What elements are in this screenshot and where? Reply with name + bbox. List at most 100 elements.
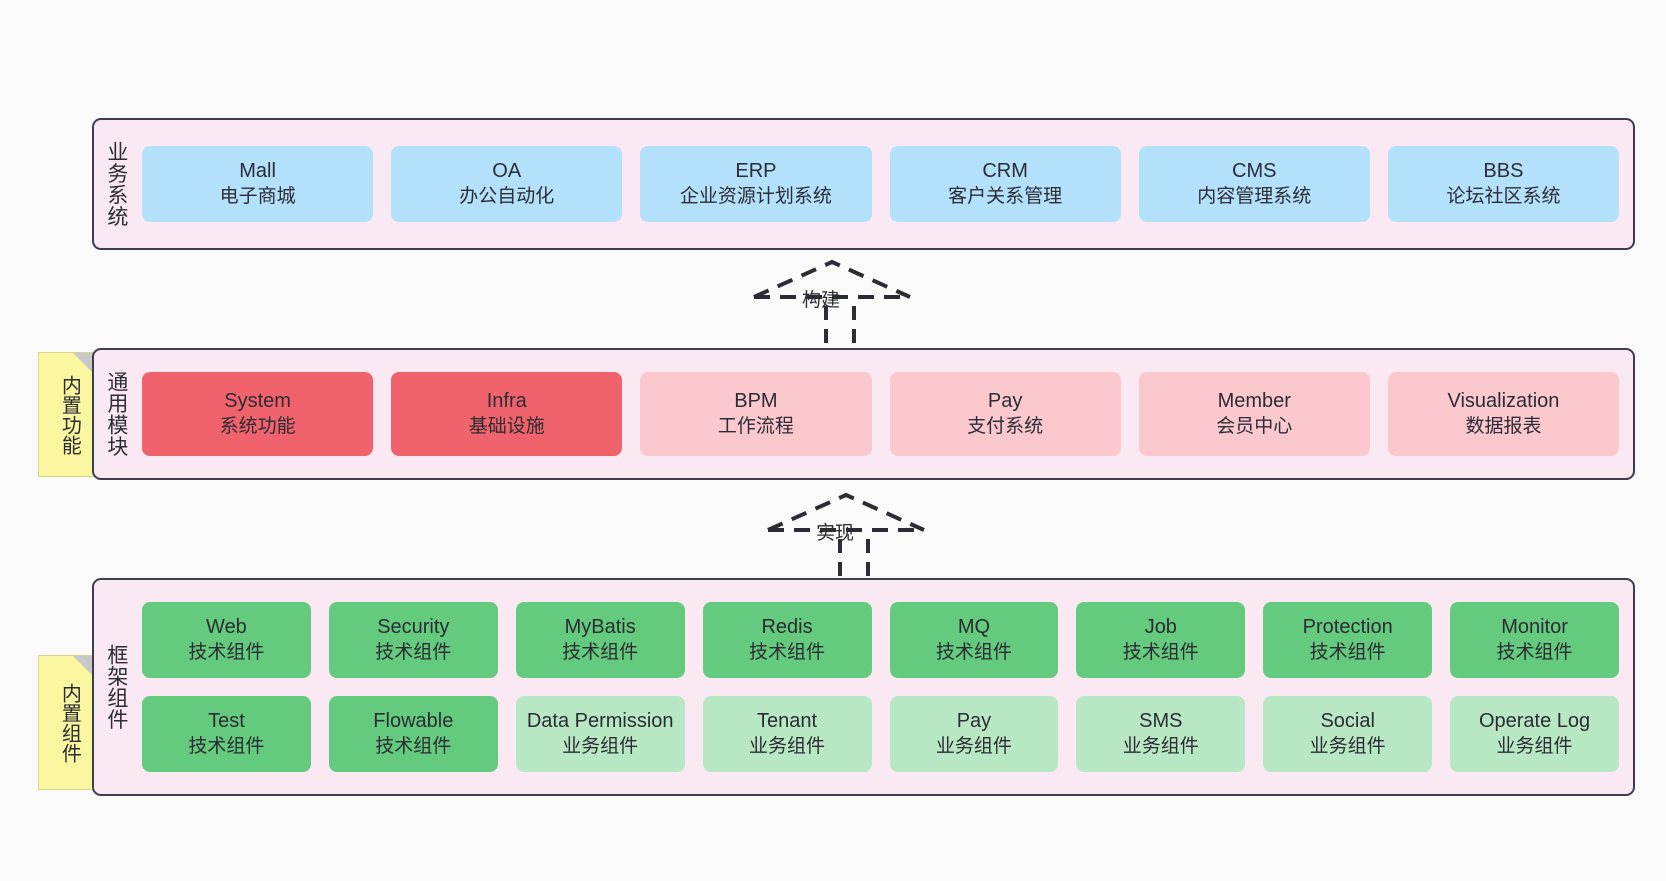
card-bpm[interactable]: BPM 工作流程 bbox=[640, 372, 872, 456]
card-pay-module-cn: 支付系统 bbox=[967, 415, 1044, 437]
card-mybatis[interactable]: MyBatis 技术组件 bbox=[515, 602, 685, 678]
card-cms-en: CMS bbox=[1232, 160, 1277, 183]
card-visualization-cn: 数据报表 bbox=[1465, 415, 1542, 437]
note-builtin-components: 内置组件 bbox=[38, 655, 100, 790]
card-pay-component-en: Pay bbox=[956, 710, 992, 733]
card-job-en: Job bbox=[1144, 616, 1177, 639]
framework-row-business: Test 技术组件 Flowable 技术组件 Data Permission … bbox=[142, 696, 1619, 772]
layer-business-body: Mall 电子商城 OA 办公自动化 ERP 企业资源计划系统 CRM 客户关系… bbox=[138, 120, 1633, 248]
card-bbs-en: BBS bbox=[1483, 160, 1524, 183]
card-protection-en: Protection bbox=[1302, 616, 1393, 639]
card-operate-log[interactable]: Operate Log 业务组件 bbox=[1450, 696, 1619, 772]
card-bpm-cn: 工作流程 bbox=[717, 415, 794, 437]
card-web-en: Web bbox=[206, 616, 247, 639]
layer-framework-body: Web 技术组件 Security 技术组件 MyBatis 技术组件 Redi… bbox=[138, 580, 1633, 794]
card-security-en: Security bbox=[377, 616, 450, 639]
card-monitor[interactable]: Monitor 技术组件 bbox=[1450, 602, 1619, 678]
card-flowable-cn: 技术组件 bbox=[375, 735, 452, 757]
card-job-cn: 技术组件 bbox=[1122, 641, 1199, 663]
card-bpm-en: BPM bbox=[734, 390, 778, 413]
card-operate-log-cn: 业务组件 bbox=[1496, 735, 1573, 757]
card-redis-cn: 技术组件 bbox=[749, 641, 826, 663]
card-system-cn: 系统功能 bbox=[219, 415, 296, 437]
framework-row-technical: Web 技术组件 Security 技术组件 MyBatis 技术组件 Redi… bbox=[142, 602, 1619, 678]
card-erp-en: ERP bbox=[735, 160, 777, 183]
card-cms-cn: 内容管理系统 bbox=[1197, 185, 1312, 207]
card-flowable-en: Flowable bbox=[373, 710, 454, 733]
card-pay-component-cn: 业务组件 bbox=[935, 735, 1012, 757]
card-member-cn: 会员中心 bbox=[1216, 415, 1293, 437]
card-monitor-cn: 技术组件 bbox=[1496, 641, 1573, 663]
card-web[interactable]: Web 技术组件 bbox=[142, 602, 311, 678]
card-tenant[interactable]: Tenant 业务组件 bbox=[702, 696, 872, 772]
card-oa[interactable]: OA 办公自动化 bbox=[391, 146, 623, 222]
card-data-permission[interactable]: Data Permission 业务组件 bbox=[515, 696, 685, 772]
card-security[interactable]: Security 技术组件 bbox=[328, 602, 498, 678]
connector-build-label: 构建 bbox=[802, 290, 841, 311]
card-mybatis-en: MyBatis bbox=[564, 616, 636, 639]
card-pay-module[interactable]: Pay 支付系统 bbox=[889, 372, 1121, 456]
card-mybatis-cn: 技术组件 bbox=[562, 641, 639, 663]
card-bbs[interactable]: BBS 论坛社区系统 bbox=[1387, 146, 1620, 222]
common-card-row: System 系统功能 Infra 基础设施 BPM 工作流程 Pay 支付系统… bbox=[142, 372, 1620, 456]
card-data-permission-cn: 业务组件 bbox=[562, 735, 639, 757]
card-cms[interactable]: CMS 内容管理系统 bbox=[1138, 146, 1370, 222]
card-tenant-en: Tenant bbox=[757, 710, 818, 733]
generalization-arrow-icon bbox=[753, 259, 911, 343]
card-redis-en: Redis bbox=[761, 616, 813, 639]
layer-framework-title: 框架组件 bbox=[104, 644, 128, 730]
note-builtin-features: 内置功能 bbox=[38, 352, 100, 477]
card-mall-en: Mall bbox=[239, 160, 276, 183]
card-pay-module-en: Pay bbox=[987, 390, 1023, 413]
card-system[interactable]: System 系统功能 bbox=[142, 372, 374, 456]
card-protection-cn: 技术组件 bbox=[1309, 641, 1386, 663]
card-visualization-en: Visualization bbox=[1447, 390, 1560, 413]
card-protection[interactable]: Protection 技术组件 bbox=[1263, 602, 1433, 678]
connector-build: 构建 bbox=[752, 255, 912, 350]
card-job[interactable]: Job 技术组件 bbox=[1076, 602, 1246, 678]
note-builtin-components-label: 内置组件 bbox=[58, 682, 81, 763]
card-social-cn: 业务组件 bbox=[1309, 735, 1386, 757]
card-social[interactable]: Social 业务组件 bbox=[1263, 696, 1433, 772]
card-mq-en: MQ bbox=[957, 616, 991, 639]
connector-implement: 实现 bbox=[766, 488, 926, 583]
note-builtin-features-label: 内置功能 bbox=[58, 374, 81, 455]
layer-framework-components: 框架组件 Web 技术组件 Security 技术组件 MyBatis 技术组件… bbox=[92, 578, 1635, 796]
card-mq[interactable]: MQ 技术组件 bbox=[889, 602, 1059, 678]
card-erp[interactable]: ERP 企业资源计划系统 bbox=[640, 146, 872, 222]
card-infra[interactable]: Infra 基础设施 bbox=[391, 372, 623, 456]
card-social-en: Social bbox=[1320, 710, 1375, 733]
card-crm-en: CRM bbox=[982, 160, 1028, 183]
card-test-cn: 技术组件 bbox=[188, 735, 265, 757]
layer-business-title: 业务系统 bbox=[104, 141, 128, 227]
generalization-arrow-icon bbox=[767, 492, 925, 576]
card-sms[interactable]: SMS 业务组件 bbox=[1076, 696, 1246, 772]
card-redis[interactable]: Redis 技术组件 bbox=[702, 602, 872, 678]
card-mall[interactable]: Mall 电子商城 bbox=[142, 146, 374, 222]
card-visualization[interactable]: Visualization 数据报表 bbox=[1387, 372, 1620, 456]
card-sms-cn: 业务组件 bbox=[1122, 735, 1199, 757]
card-sms-en: SMS bbox=[1139, 710, 1183, 733]
card-web-cn: 技术组件 bbox=[188, 641, 265, 663]
business-card-row: Mall 电子商城 OA 办公自动化 ERP 企业资源计划系统 CRM 客户关系… bbox=[142, 146, 1620, 222]
card-data-permission-en: Data Permission bbox=[526, 710, 674, 733]
card-flowable[interactable]: Flowable 技术组件 bbox=[328, 696, 498, 772]
card-crm-cn: 客户关系管理 bbox=[948, 185, 1063, 207]
connector-implement-label: 实现 bbox=[816, 523, 855, 544]
card-pay-component[interactable]: Pay 业务组件 bbox=[889, 696, 1059, 772]
card-security-cn: 技术组件 bbox=[375, 641, 452, 663]
layer-common-modules: 通用模块 System 系统功能 Infra 基础设施 BPM 工作流程 Pay… bbox=[92, 348, 1635, 480]
card-operate-log-en: Operate Log bbox=[1478, 710, 1591, 733]
card-crm[interactable]: CRM 客户关系管理 bbox=[889, 146, 1121, 222]
card-member-en: Member bbox=[1217, 390, 1291, 413]
layer-business-systems: 业务系统 Mall 电子商城 OA 办公自动化 ERP 企业资源计划系统 CRM… bbox=[92, 118, 1635, 250]
card-test-en: Test bbox=[208, 710, 245, 733]
card-test[interactable]: Test 技术组件 bbox=[142, 696, 311, 772]
card-erp-cn: 企业资源计划系统 bbox=[679, 185, 832, 207]
card-member[interactable]: Member 会员中心 bbox=[1138, 372, 1370, 456]
card-oa-cn: 办公自动化 bbox=[459, 185, 555, 207]
card-bbs-cn: 论坛社区系统 bbox=[1446, 185, 1561, 207]
card-mall-cn: 电子商城 bbox=[219, 185, 296, 207]
card-infra-cn: 基础设施 bbox=[468, 415, 545, 437]
layer-common-title: 通用模块 bbox=[104, 371, 128, 457]
